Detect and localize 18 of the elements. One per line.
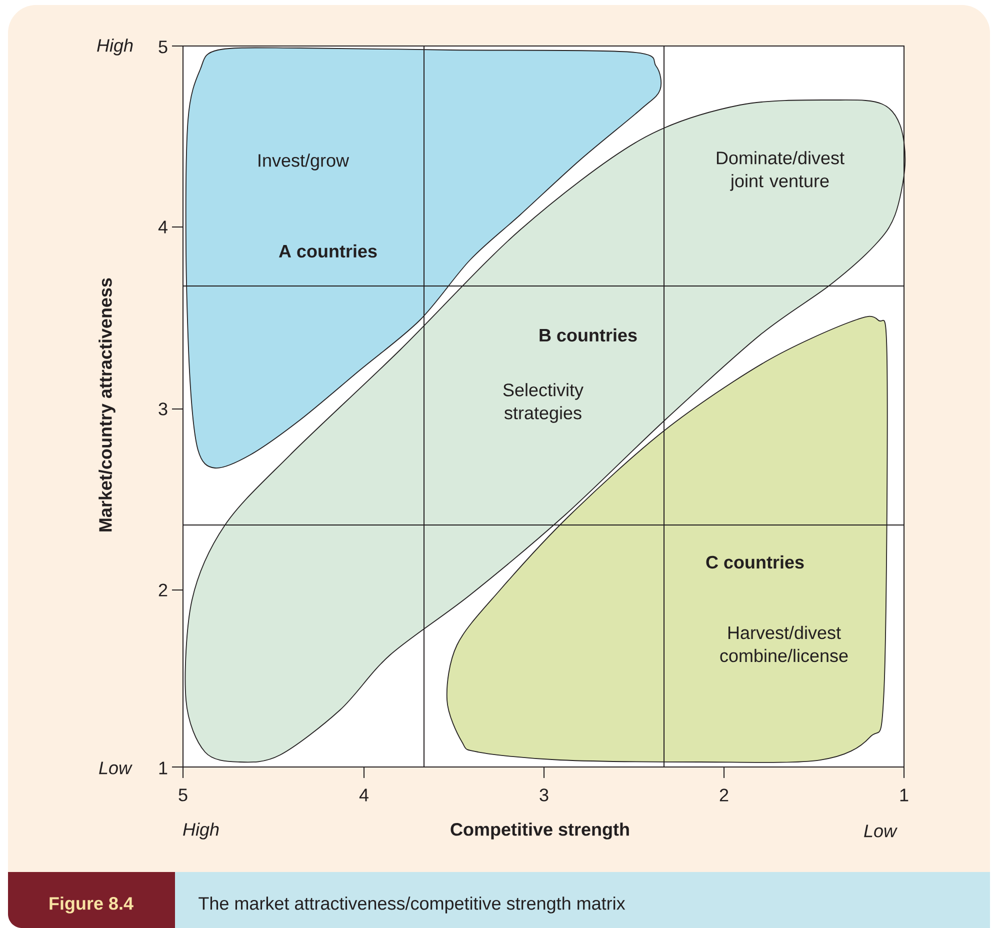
text-label: High: [97, 38, 133, 56]
axis-title: Competitive strength: [450, 822, 629, 840]
tick-label: 2: [158, 584, 168, 596]
figure-number: Figure 8.4: [8, 872, 175, 928]
tick-label: 1: [900, 788, 908, 802]
tick-label: 4: [158, 220, 168, 234]
tick-label: 1: [159, 762, 168, 774]
text-label: Low: [99, 762, 132, 774]
caption-band: The market attractiveness/competitive strength matrix: [175, 872, 990, 928]
tick-label: 2: [720, 788, 728, 802]
text-label: High: [183, 822, 219, 840]
text-label: Low: [864, 824, 898, 838]
tick-label: 5: [158, 40, 168, 54]
tick-label: 3: [540, 788, 548, 802]
tick-label: 4: [359, 788, 368, 802]
axis-title: Market/country attractiveness: [98, 278, 116, 532]
tick-label: 3: [158, 402, 168, 416]
tick-label: 5: [178, 788, 188, 802]
